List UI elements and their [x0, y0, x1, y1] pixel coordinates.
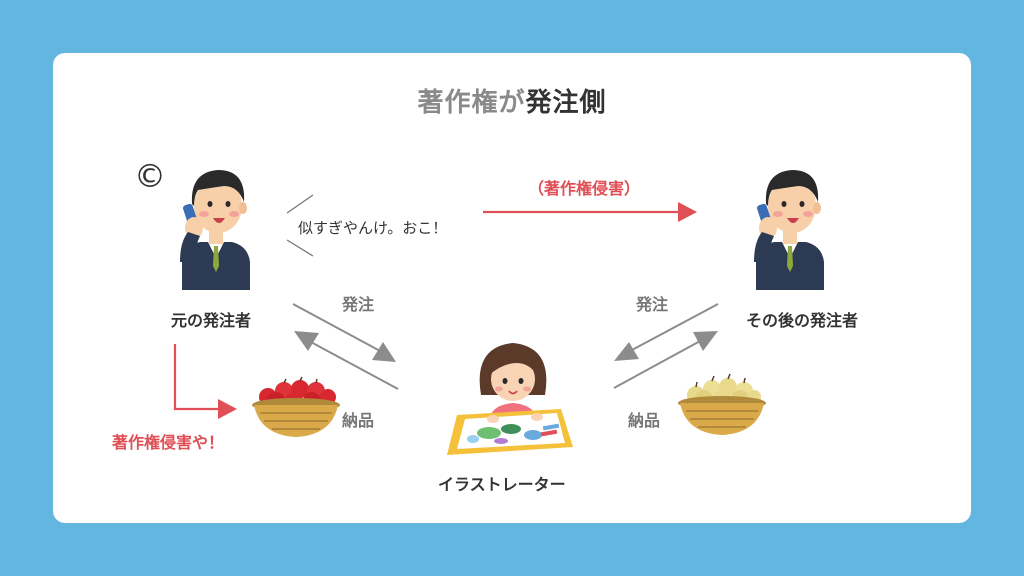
girl-drawing-icon — [447, 343, 573, 455]
speech-text: 似すぎやんけ。おこ！ — [298, 219, 448, 237]
original-orderer-label: 元の発注者 — [171, 311, 252, 330]
delivery-arrow-left — [294, 331, 399, 390]
order-label-left: 発注 — [342, 295, 375, 314]
illustrator-label: イラストレーター — [438, 475, 566, 494]
page-title: 著作権が発注側 — [0, 82, 1024, 119]
order-arrow-right — [614, 303, 719, 361]
delivery-label-left: 納品 — [342, 411, 375, 430]
infringement-label-top: （著作権侵害） — [528, 179, 641, 198]
order-label-right: 発注 — [636, 295, 669, 314]
title-part-2: 発注側 — [525, 88, 607, 118]
order-arrow-left — [292, 303, 396, 362]
apple-basket-icon — [252, 376, 340, 437]
delivery-arrow-right — [613, 331, 718, 389]
infringement-arrow-left — [173, 344, 237, 419]
businessman-on-phone-icon — [754, 170, 824, 290]
pear-basket-icon — [678, 373, 766, 435]
delivery-label-right: 納品 — [628, 411, 661, 430]
infringement-label-left: 著作権侵害や！ — [112, 433, 225, 452]
infringement-arrow-top — [483, 202, 697, 222]
copyright-icon: © — [134, 157, 166, 195]
speech-line-bottom — [286, 239, 314, 257]
businessman-on-phone-icon — [180, 170, 250, 290]
subsequent-orderer-label: その後の発注者 — [746, 311, 859, 330]
title-part-1: 著作権が — [417, 88, 526, 118]
speech-line-top — [286, 194, 314, 214]
